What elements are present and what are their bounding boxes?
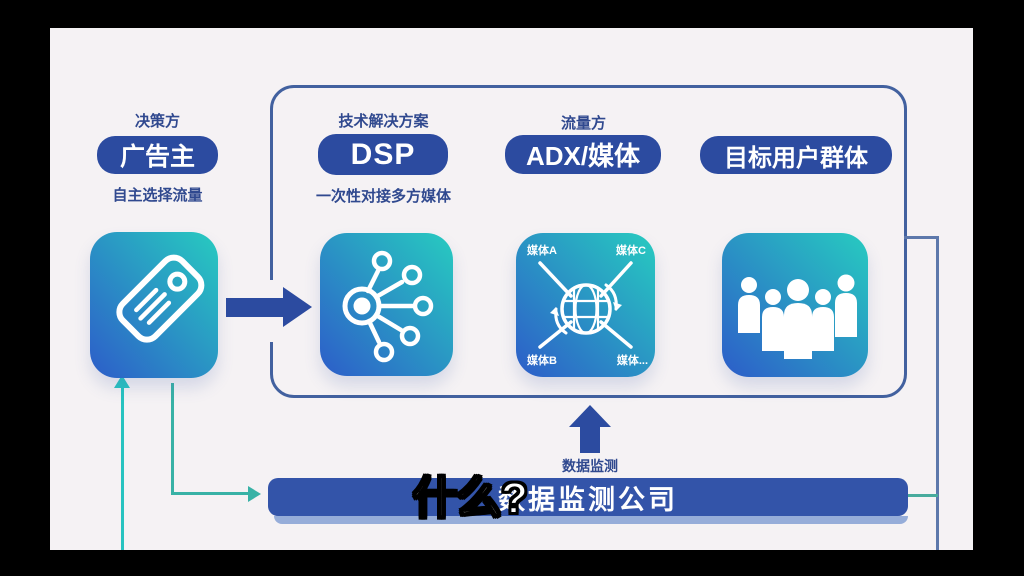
advertiser-pill: 广告主: [97, 136, 218, 174]
monitoring-arrow-head: [569, 405, 611, 427]
flow-arrow-head: [283, 287, 312, 327]
globe-media-icon: [538, 261, 633, 349]
video-subtitle: 什么?: [412, 473, 529, 524]
media-c-label: 媒体C: [616, 245, 646, 257]
company-bar-underline: [274, 516, 908, 524]
media-b-label: 媒体B: [527, 355, 557, 367]
audience-feedback-line: [121, 386, 124, 550]
data-monitoring-company-bar: 数据监测公司: [268, 478, 908, 516]
monitor-bar-right-connector: [908, 494, 938, 497]
advertiser-sub-label: 自主选择流量: [112, 187, 203, 204]
diagram-canvas: 决策方 广告主 自主选择流量 技术解决方案 DSP 一次性对接多方媒体: [50, 28, 973, 550]
audience-tile: [722, 233, 868, 377]
adx-role-label: 流量方: [560, 115, 606, 132]
container-to-monitor-line-horizontal: [904, 236, 939, 239]
dsp-sub-label: 一次性对接多方媒体: [315, 188, 451, 205]
audience-pill: 目标用户群体: [700, 136, 892, 174]
monitoring-arrow-label: 数据监测: [562, 458, 618, 474]
dsp-pill: DSP: [318, 134, 448, 175]
advertiser-tile: [90, 232, 218, 378]
container-to-monitor-line-vertical: [936, 236, 939, 550]
monitoring-arrow-shaft: [580, 426, 600, 453]
audience-feedback-arrowhead: [114, 375, 130, 388]
media-a-label: 媒体A: [527, 245, 557, 257]
network-hub-icon: [342, 250, 434, 363]
flow-arrow-shaft: [226, 298, 283, 317]
adx-tile: 媒体A 媒体C 媒体B 媒体...: [516, 233, 655, 377]
advertiser-to-monitor-arrowhead: [248, 486, 261, 502]
media-more-label: 媒体...: [616, 355, 648, 367]
advertiser-to-monitor-line-horizontal: [171, 492, 250, 495]
adx-pill: ADX/媒体: [505, 135, 661, 174]
advertiser-to-monitor-line-vertical: [171, 383, 174, 495]
advertiser-role-label: 决策方: [134, 113, 180, 130]
people-group-icon: [738, 274, 857, 359]
price-tag-icon: [116, 254, 205, 343]
platform-container-outline: [270, 85, 907, 398]
dsp-tile: [320, 233, 453, 376]
dsp-role-label: 技术解决方案: [338, 113, 429, 130]
